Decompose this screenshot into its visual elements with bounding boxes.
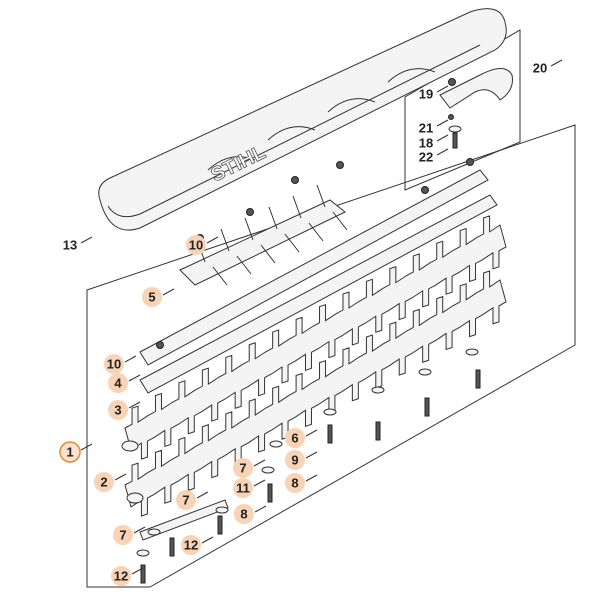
callout-number: 5	[148, 290, 155, 305]
leader-lines	[80, 59, 563, 575]
callout-number: 20	[533, 61, 547, 76]
callout-number: 13	[63, 238, 77, 253]
hardware	[136, 158, 481, 584]
callout-number: 3	[114, 403, 121, 418]
blade-bar-3	[139, 194, 498, 394]
callout-12[interactable]: 12	[111, 566, 131, 586]
callout-number: 10	[189, 238, 203, 253]
callout-8[interactable]: 8	[234, 504, 254, 524]
callout-number: 11	[236, 481, 250, 496]
callout-7[interactable]: 7	[233, 458, 253, 478]
callout-number: 18	[419, 136, 433, 151]
callout-number: 19	[419, 87, 433, 102]
callout-11[interactable]: 11	[233, 478, 253, 498]
callout-number: 2	[100, 475, 107, 490]
callout-number: 12	[184, 538, 198, 553]
callout-number: 1	[66, 445, 73, 460]
callout-5[interactable]: 5	[142, 287, 162, 307]
callout-number: 12	[114, 569, 128, 584]
cutting-blade-upper	[121, 215, 507, 460]
callout-22[interactable]: 22	[419, 150, 433, 165]
callout-number: 4	[114, 376, 122, 391]
cutting-blade-2	[124, 270, 507, 517]
callout-number: 21	[419, 121, 433, 136]
callout-7[interactable]: 7	[113, 525, 133, 545]
callout-6[interactable]: 6	[285, 428, 305, 448]
callout-7[interactable]: 7	[176, 490, 196, 510]
callout-number: 7	[239, 461, 246, 476]
callout-number: 6	[291, 431, 298, 446]
callout-number: 8	[240, 507, 247, 522]
callout-18[interactable]: 18	[419, 136, 433, 151]
callout-number: 7	[182, 493, 189, 508]
blade-guard-20	[439, 68, 513, 149]
callout-3[interactable]: 3	[108, 400, 128, 420]
blade-bar-4	[139, 169, 489, 366]
callout-number: 22	[419, 150, 433, 165]
callout-number: 9	[291, 453, 298, 468]
callout-10[interactable]: 10	[186, 235, 206, 255]
callout-20[interactable]: 20	[533, 61, 547, 76]
callout-9[interactable]: 9	[285, 450, 305, 470]
callout-2[interactable]: 2	[94, 472, 114, 492]
callout-19[interactable]: 19	[419, 87, 433, 102]
callout-12[interactable]: 12	[181, 535, 201, 555]
callout-8[interactable]: 8	[285, 473, 305, 493]
callout-number: 8	[291, 476, 298, 491]
callout-1[interactable]: 1	[59, 441, 81, 463]
callout-13[interactable]: 13	[63, 238, 77, 253]
callout-21[interactable]: 21	[419, 121, 433, 136]
callout-4[interactable]: 4	[108, 373, 128, 393]
callout-number: 10	[107, 357, 121, 372]
callout-number: 7	[119, 528, 126, 543]
callout-10[interactable]: 10	[104, 354, 124, 374]
blade-cover-13: STIHL	[98, 8, 507, 231]
